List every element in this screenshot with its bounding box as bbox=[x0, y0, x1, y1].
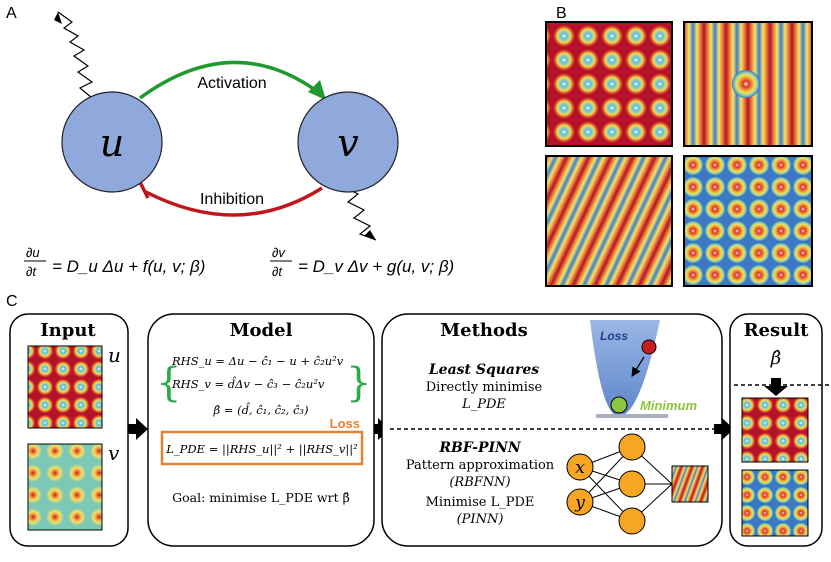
panel-c-label: C bbox=[6, 293, 18, 310]
methods-title: Methods bbox=[440, 320, 528, 341]
rbf-pinn-title: RBF-PINN bbox=[438, 440, 521, 456]
rbf-line3: Minimise L_PDE bbox=[426, 495, 535, 510]
input-u-label: u bbox=[108, 343, 121, 367]
eq-u-den: ∂t bbox=[26, 264, 37, 279]
degradation-squiggle-u bbox=[57, 11, 94, 99]
pattern-spots-red bbox=[545, 21, 673, 147]
nn-input-y bbox=[566, 488, 594, 516]
rbf-line4: (PINN) bbox=[457, 512, 504, 527]
result-arrow-stem bbox=[771, 378, 781, 388]
methods-box bbox=[381, 313, 723, 547]
goal-text: Goal: minimise L_PDE wrt β̂ bbox=[172, 490, 350, 505]
arrow-methods-result-stem bbox=[714, 424, 724, 434]
nn-hidden-1 bbox=[618, 433, 646, 461]
least-squares-line2: L_PDE bbox=[461, 397, 506, 412]
nn-output-pattern bbox=[671, 465, 709, 503]
least-squares-title: Least Squares bbox=[428, 362, 539, 378]
panel-b-label: B bbox=[556, 5, 567, 22]
node-u bbox=[61, 91, 163, 193]
start-ball bbox=[641, 339, 657, 355]
result-v-pattern bbox=[741, 469, 809, 537]
loss-equation: L_PDE = ||RHS_u||² + ||RHS_v||² bbox=[165, 442, 358, 457]
arrow-methods-result-head bbox=[722, 418, 734, 440]
arrow-model-methods-stem bbox=[374, 424, 380, 434]
nn-hidden-3 bbox=[618, 507, 646, 535]
nn-input-x-label: x bbox=[575, 458, 585, 478]
minimum-tag: Minimum bbox=[640, 398, 697, 413]
squiggle-arrowhead-v bbox=[364, 230, 376, 240]
equation-u: ∂u ∂t = D_u Δu + f(u, v; β) bbox=[24, 245, 205, 279]
arrow-input-model-head bbox=[136, 418, 148, 440]
node-v-label: v bbox=[337, 121, 359, 165]
input-u-pattern bbox=[27, 345, 103, 429]
inhibition-bar bbox=[138, 181, 150, 199]
activation-label: Activation bbox=[197, 75, 266, 92]
eq-u-rhs: = D_u Δu + f(u, v; β) bbox=[52, 257, 205, 276]
least-squares-line1: Directly minimise bbox=[426, 380, 543, 395]
brace-left: { bbox=[156, 360, 181, 406]
equation-v: ∂v ∂t = D_v Δv + g(u, v; β) bbox=[270, 245, 454, 279]
result-arrow-head bbox=[764, 386, 788, 396]
nn-input-x bbox=[566, 453, 594, 481]
activation-arrowhead bbox=[308, 80, 326, 100]
beta-hat-definition: β̂ = (d̂, ĉ₁, ĉ₂, ĉ₃) bbox=[212, 403, 308, 417]
loss-well-tag: Loss bbox=[600, 329, 628, 343]
pattern-spots-blue bbox=[683, 155, 813, 287]
rhs-v-equation: RHS_v = d̂Δv − ĉ₃ − ĉ₂u²v bbox=[171, 377, 325, 391]
inhibition-label: Inhibition bbox=[200, 191, 264, 208]
inhibition-arrow bbox=[145, 186, 323, 217]
eq-u-num: ∂u bbox=[26, 245, 40, 260]
input-v-pattern bbox=[27, 443, 103, 531]
pattern-stripes bbox=[545, 155, 673, 287]
labyrinth-spot bbox=[732, 70, 760, 98]
descent-arrow bbox=[631, 356, 645, 378]
panel-a-label: A bbox=[6, 5, 17, 22]
squiggle-arrowhead-u bbox=[54, 12, 62, 24]
node-v bbox=[297, 91, 399, 193]
input-v-label: v bbox=[108, 441, 120, 465]
brace-right: } bbox=[346, 360, 371, 406]
input-title: Input bbox=[40, 320, 96, 341]
result-beta-hat: β̂ bbox=[770, 348, 781, 369]
model-title: Model bbox=[230, 320, 293, 341]
result-u-pattern bbox=[741, 397, 809, 463]
arrow-input-model-stem bbox=[128, 424, 138, 434]
eq-v-den: ∂t bbox=[272, 264, 283, 279]
loss-box bbox=[160, 430, 364, 466]
result-title: Result bbox=[744, 320, 809, 341]
rbf-line1: Pattern approximation bbox=[406, 458, 555, 473]
minimum-ball bbox=[610, 396, 628, 414]
eq-v-rhs: = D_v Δv + g(u, v; β) bbox=[298, 257, 454, 276]
loss-floor bbox=[596, 414, 668, 418]
loss-tag: Loss bbox=[330, 416, 360, 431]
activation-arrow bbox=[138, 60, 320, 100]
eq-v-num: ∂v bbox=[272, 245, 286, 260]
nn-input-y-label: y bbox=[574, 493, 585, 513]
rbf-line2: (RBFNN) bbox=[449, 475, 510, 490]
node-u-label: u bbox=[100, 121, 124, 165]
nn-hidden-2 bbox=[618, 470, 646, 498]
rhs-u-equation: RHS_u = Δu − ĉ₁ − u + ĉ₂u²v bbox=[171, 354, 344, 368]
